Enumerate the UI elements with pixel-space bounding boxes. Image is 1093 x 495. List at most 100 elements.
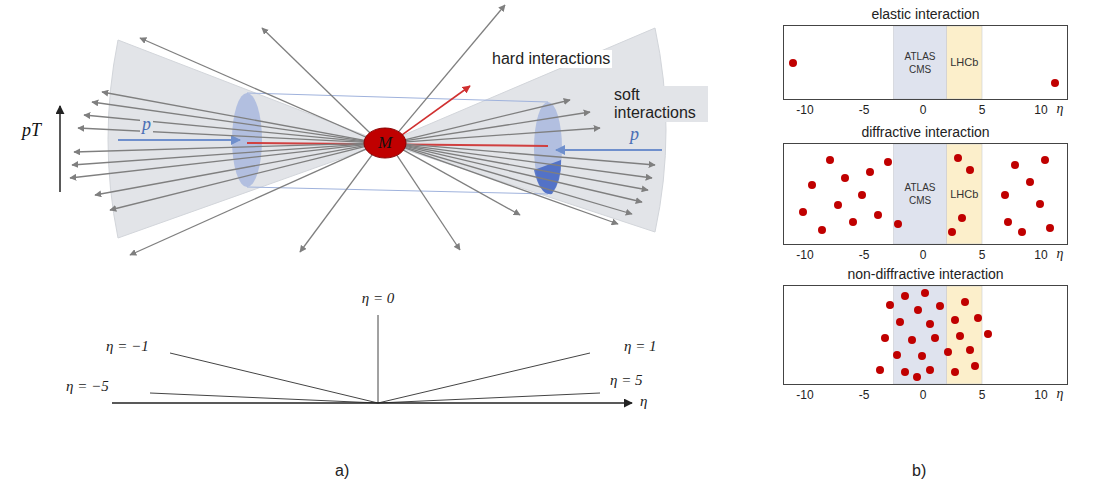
particle-dot bbox=[936, 302, 944, 310]
eta-label: η = −1 bbox=[106, 338, 149, 355]
eta-label: η bbox=[1057, 101, 1064, 117]
collision-point: M bbox=[363, 127, 407, 159]
particle-track bbox=[403, 146, 642, 202]
eta-label: η = −5 bbox=[66, 378, 109, 395]
tick-label: 5 bbox=[979, 248, 986, 262]
detector-name: ATLAS CMS bbox=[894, 50, 947, 76]
particle-dot bbox=[884, 158, 892, 166]
particle-dot bbox=[974, 314, 982, 322]
tick-label: 0 bbox=[920, 103, 927, 117]
particle-track bbox=[102, 92, 367, 141]
particle-dot bbox=[971, 362, 979, 370]
particle-dot bbox=[948, 228, 956, 236]
text-label: b) bbox=[912, 462, 926, 480]
particle-track bbox=[300, 152, 374, 252]
particle-dot bbox=[918, 352, 926, 360]
particle-dot bbox=[894, 220, 902, 228]
text-label: a) bbox=[335, 462, 349, 480]
particle-track bbox=[395, 153, 460, 250]
tick-label: 5 bbox=[979, 388, 986, 402]
atlas-band bbox=[894, 144, 947, 244]
particle-track bbox=[110, 146, 368, 210]
eta-label: η = 1 bbox=[624, 338, 657, 355]
tick-label: 0 bbox=[920, 388, 927, 402]
tick-label: 5 bbox=[979, 103, 986, 117]
particle-dot bbox=[834, 201, 842, 209]
particle-dot bbox=[1001, 191, 1009, 199]
plot-art bbox=[789, 26, 1059, 384]
particle-dot bbox=[866, 168, 874, 176]
particle-dot bbox=[808, 181, 816, 189]
particle-dot bbox=[966, 166, 974, 174]
particle-dot bbox=[958, 214, 966, 222]
detector-band: LHCb bbox=[947, 144, 982, 244]
particle-dot bbox=[984, 330, 992, 338]
particle-dot bbox=[926, 366, 934, 374]
particle-dot bbox=[1046, 224, 1054, 232]
detector-band: ATLAS CMS bbox=[894, 144, 947, 244]
particle-track bbox=[402, 146, 632, 214]
particle-track bbox=[140, 38, 368, 138]
particle-dot bbox=[893, 351, 901, 359]
particle-track bbox=[95, 145, 367, 195]
tick-label: -5 bbox=[859, 388, 870, 402]
detector-name: LHCb bbox=[950, 188, 978, 201]
particle-dot bbox=[818, 226, 826, 234]
detector-name: LHCb bbox=[950, 56, 978, 69]
particle-track bbox=[403, 145, 648, 190]
eta-plot: diffractive interactionATLAS CMSLHCb bbox=[783, 143, 1068, 245]
eta-fan bbox=[150, 315, 600, 403]
particle-dot bbox=[961, 298, 969, 306]
tracks bbox=[70, 5, 655, 255]
eta-axis bbox=[112, 402, 632, 404]
particle-dot bbox=[921, 289, 929, 297]
detector-band: LHCb bbox=[947, 26, 982, 99]
particle-dot bbox=[841, 174, 849, 182]
particle-dot bbox=[849, 218, 857, 226]
eta-line bbox=[378, 353, 590, 403]
proton-beam bbox=[118, 139, 240, 141]
mass-symbol: M bbox=[378, 133, 392, 153]
particle-dot bbox=[896, 318, 904, 326]
tick-label: -10 bbox=[796, 248, 813, 262]
lhcb-band bbox=[947, 144, 982, 244]
eta-label: η = 5 bbox=[610, 372, 643, 389]
plot-title: diffractive interaction bbox=[764, 124, 1087, 140]
eta-label: η bbox=[640, 393, 647, 410]
particle-dot bbox=[901, 368, 909, 376]
particle-dot bbox=[966, 346, 974, 354]
particle-dot bbox=[1041, 156, 1049, 164]
lhcb-band bbox=[947, 286, 982, 384]
pt-axis bbox=[59, 106, 61, 192]
particle-dot bbox=[886, 301, 894, 309]
eta-line bbox=[150, 393, 378, 403]
particle-track bbox=[92, 102, 367, 141]
particle-dot bbox=[1026, 178, 1034, 186]
proton-label: p bbox=[628, 124, 641, 145]
particle-dot bbox=[944, 348, 952, 356]
beam-outline bbox=[247, 93, 548, 194]
particle-dot bbox=[931, 334, 939, 342]
particle-track bbox=[397, 5, 505, 134]
proton-beam bbox=[556, 149, 662, 151]
particle-dot bbox=[901, 292, 909, 300]
particle-dot bbox=[913, 373, 921, 381]
plot-title: non-diffractive interaction bbox=[764, 266, 1087, 282]
eta-line bbox=[378, 393, 600, 403]
particle-track bbox=[403, 112, 590, 141]
particle-track bbox=[72, 144, 367, 165]
atlas-band bbox=[894, 286, 947, 384]
particle-dot bbox=[956, 332, 964, 340]
tick-label: -5 bbox=[859, 248, 870, 262]
particle-dot bbox=[858, 191, 866, 199]
tick-label: -5 bbox=[859, 103, 870, 117]
axis-label: pT bbox=[22, 120, 41, 141]
tick-label: -10 bbox=[796, 103, 813, 117]
text-label: hard interactions bbox=[490, 50, 612, 68]
collision-ellipse bbox=[364, 128, 406, 158]
tick-label: 10 bbox=[1034, 388, 1047, 402]
particle-dot bbox=[1051, 79, 1059, 87]
particle-dot bbox=[826, 156, 834, 164]
eta-plot: elastic interactionATLAS CMSLHCb bbox=[783, 25, 1068, 100]
